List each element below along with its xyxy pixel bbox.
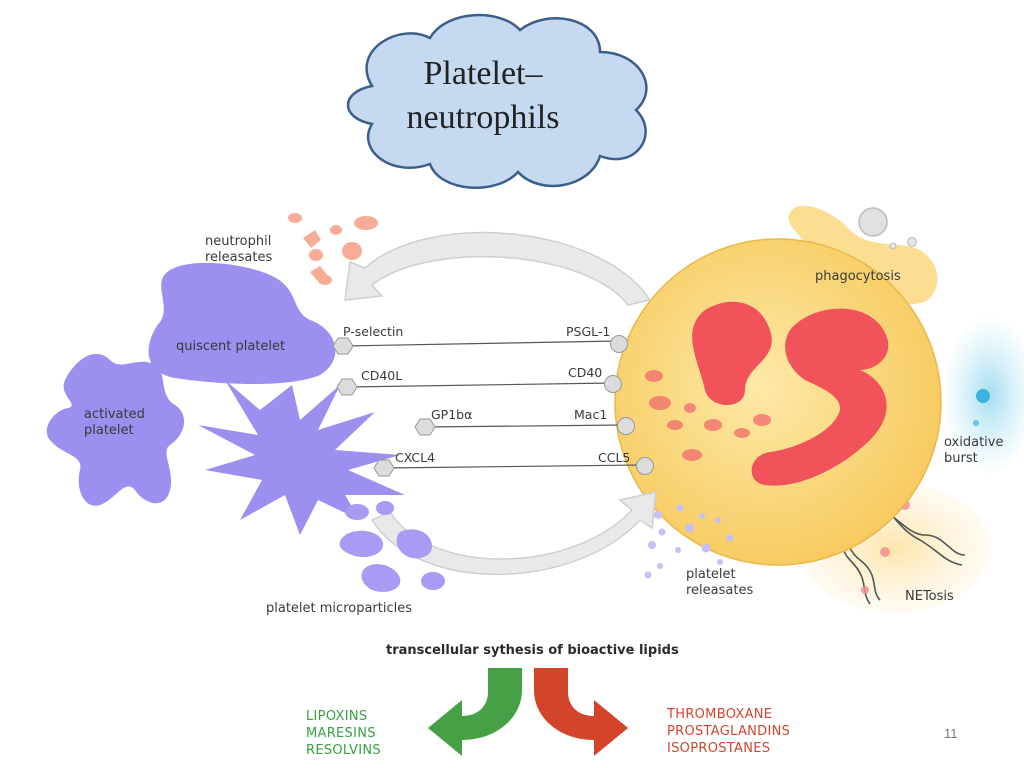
- label-neutrophil-releasates-line2: releasates: [205, 250, 273, 265]
- red-arrow-icon: [534, 668, 628, 756]
- neutrophil-receptor-circles: [604, 335, 654, 475]
- receptor-platelet-2: GP1bα: [431, 407, 473, 422]
- label-quiscent-platelet: quiscent platelet: [176, 339, 286, 354]
- receptor-neutrophil-2: Mac1: [574, 407, 608, 422]
- page-number: 11: [944, 726, 958, 741]
- label-oxidative-burst-line2: burst: [944, 451, 978, 466]
- lipids-green-list: LIPOXINS MARESINS RESOLVINS: [306, 708, 381, 759]
- label-platelet-releasates: platelet releasates: [686, 567, 753, 599]
- cloud-shape-icon: [346, 13, 648, 189]
- lipid-red-item-1: PROSTAGLANDINS: [667, 724, 791, 739]
- label-oxidative-burst: oxidative burst: [944, 435, 1003, 467]
- receptor-neutrophil-1: CD40: [568, 365, 603, 380]
- receptor-platelet-3: CXCL4: [395, 450, 436, 465]
- lipid-green-item-2: RESOLVINS: [306, 743, 381, 758]
- label-activated-platelet: activated platelet: [84, 407, 145, 439]
- curved-arrow-bottom-icon: [370, 491, 657, 576]
- label-platelet-releasates-line2: releasates: [686, 583, 754, 598]
- receptor-neutrophil-3: CCL5: [598, 450, 631, 465]
- receptor-platelet-1: CD40L: [361, 368, 403, 383]
- receptor-neutrophil-0: PSGL-1: [566, 324, 611, 339]
- title-line-1: Platelet–: [423, 55, 543, 92]
- spiky-platelet-icon: [198, 380, 405, 535]
- label-phagocytosis: phagocytosis: [815, 269, 901, 284]
- quiscent-platelet-icon: [148, 262, 336, 384]
- page-title: Platelet– neutrophils: [370, 52, 596, 140]
- label-netosis: NETosis: [905, 589, 954, 604]
- platelet-releasates-icon: [644, 504, 734, 579]
- oxidative-burst-icon: [942, 315, 1024, 475]
- title-line-2: neutrophils: [406, 99, 560, 136]
- lipid-red-item-0: THROMBOXANE: [667, 707, 773, 722]
- lipids-title: transcellular sythesis of bioactive lipi…: [386, 643, 679, 658]
- curved-arrow-top-icon: [344, 231, 652, 306]
- green-arrow-icon: [428, 668, 522, 756]
- receptor-lines: [342, 340, 644, 469]
- label-neutrophil-releasates-line1: neutrophil: [205, 234, 272, 249]
- label-platelet-releasates-line1: platelet: [686, 567, 736, 582]
- neutrophil-releasates-icon: [288, 213, 378, 285]
- neutrophil-cell-icon: [614, 238, 942, 566]
- lipid-red-item-2: ISOPROSTANES: [667, 741, 771, 756]
- platelet-receptor-hexagons: [332, 337, 436, 477]
- activated-platelet-icon: [46, 353, 185, 506]
- lipid-green-item-0: LIPOXINS: [306, 709, 368, 724]
- receptor-platelet-0: P-selectin: [343, 324, 404, 339]
- platelet-microparticles-icon: [339, 501, 445, 592]
- label-neutrophil-releasates: neutrophil releasates: [205, 234, 272, 266]
- lipids-red-list: THROMBOXANE PROSTAGLANDINS ISOPROSTANES: [667, 706, 790, 757]
- label-activated-platelet-line2: platelet: [84, 423, 134, 438]
- lipid-green-item-1: MARESINS: [306, 726, 376, 741]
- label-platelet-microparticles: platelet microparticles: [266, 601, 413, 616]
- label-oxidative-burst-line1: oxidative: [944, 435, 1004, 450]
- label-activated-platelet-line1: activated: [84, 407, 145, 422]
